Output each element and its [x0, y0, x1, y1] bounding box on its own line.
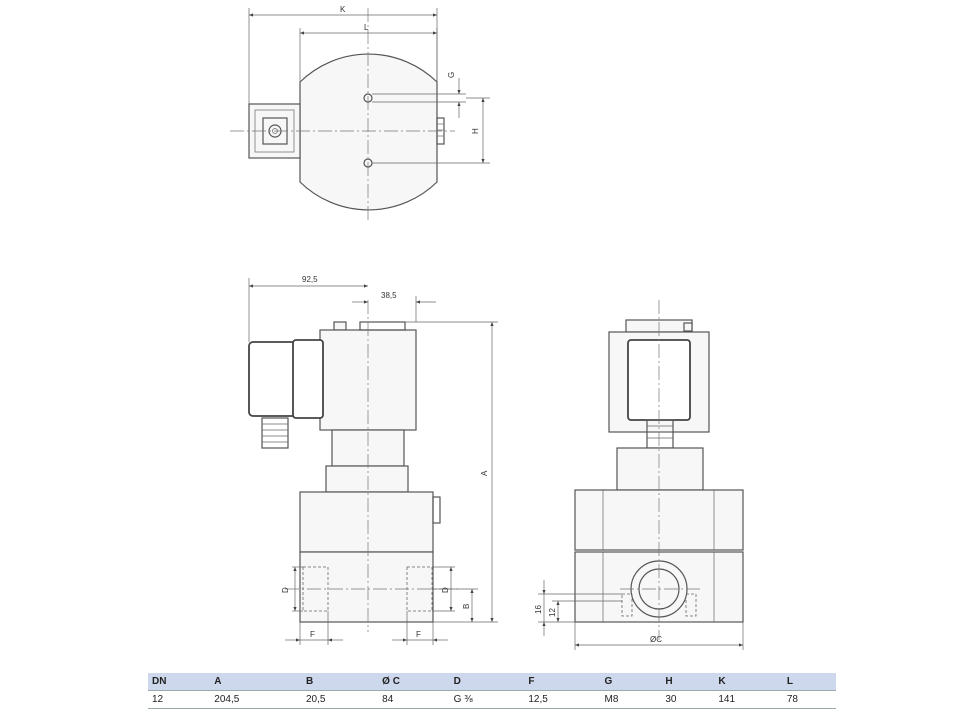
connector-plug-side [248, 341, 298, 417]
cell-f: 12,5 [524, 690, 601, 709]
dim-label-12: 12 [548, 608, 557, 617]
side-view: 92,5 38,5 A B D D F [248, 275, 498, 645]
bonnet [325, 465, 409, 493]
cell-d: G ⅜ [449, 690, 525, 709]
dim-label-G: G [447, 72, 456, 78]
dim-label-D-left: D [281, 587, 290, 593]
cell-b: 20,5 [301, 690, 379, 709]
col-header-l: L [782, 673, 836, 691]
dim-label-L: L [364, 23, 369, 32]
dim-label-K: K [340, 5, 346, 14]
pilot-screw-side [432, 496, 441, 524]
dim-label-F-left: F [310, 630, 315, 639]
dim-label-38-5: 38,5 [381, 291, 397, 300]
technical-drawing: K L G H [230, 5, 744, 650]
cell-a: 204,5 [210, 690, 302, 709]
cable-gland-side [261, 417, 289, 449]
dim-label-B: B [462, 604, 471, 609]
dim-label-16: 16 [534, 605, 543, 614]
col-header-c: Ø C [378, 673, 450, 691]
dim-label-92-5: 92,5 [302, 275, 318, 284]
dim-label-A: A [480, 470, 489, 476]
bonnet-front [616, 447, 704, 491]
cell-l: 78 [782, 690, 836, 709]
dim-label-C: ØC [650, 635, 662, 644]
table-header-row: DN A B Ø C D F G H K L [148, 673, 836, 691]
col-header-b: B [301, 673, 379, 691]
col-header-a: A [210, 673, 302, 691]
col-header-f: F [524, 673, 601, 691]
dimension-table: DN A B Ø C D F G H K L 12 204,5 20,5 84 … [148, 673, 836, 709]
cell-g: M8 [600, 690, 662, 709]
cell-c: 84 [378, 690, 450, 709]
valve-body-lower [299, 551, 434, 623]
front-view: 16 12 ØC [534, 300, 744, 650]
valve-body-top-outline [299, 53, 438, 211]
dim-label-H: H [471, 128, 480, 134]
cell-dn: 12 [148, 690, 211, 709]
table-row: 12 204,5 20,5 84 G ⅜ 12,5 M8 30 141 78 [148, 690, 836, 709]
top-view: K L G H [230, 5, 490, 220]
col-header-k: K [714, 673, 783, 691]
valve-body-upper [299, 491, 434, 553]
dim-label-D-right: D [441, 587, 450, 593]
col-header-dn: DN [148, 673, 211, 691]
coil-nut-left [333, 321, 347, 331]
cell-k: 141 [714, 690, 783, 709]
col-header-d: D [449, 673, 525, 691]
cell-h: 30 [661, 690, 715, 709]
dim-label-F-right: F [416, 630, 421, 639]
col-header-h: H [661, 673, 715, 691]
col-header-g: G [600, 673, 662, 691]
